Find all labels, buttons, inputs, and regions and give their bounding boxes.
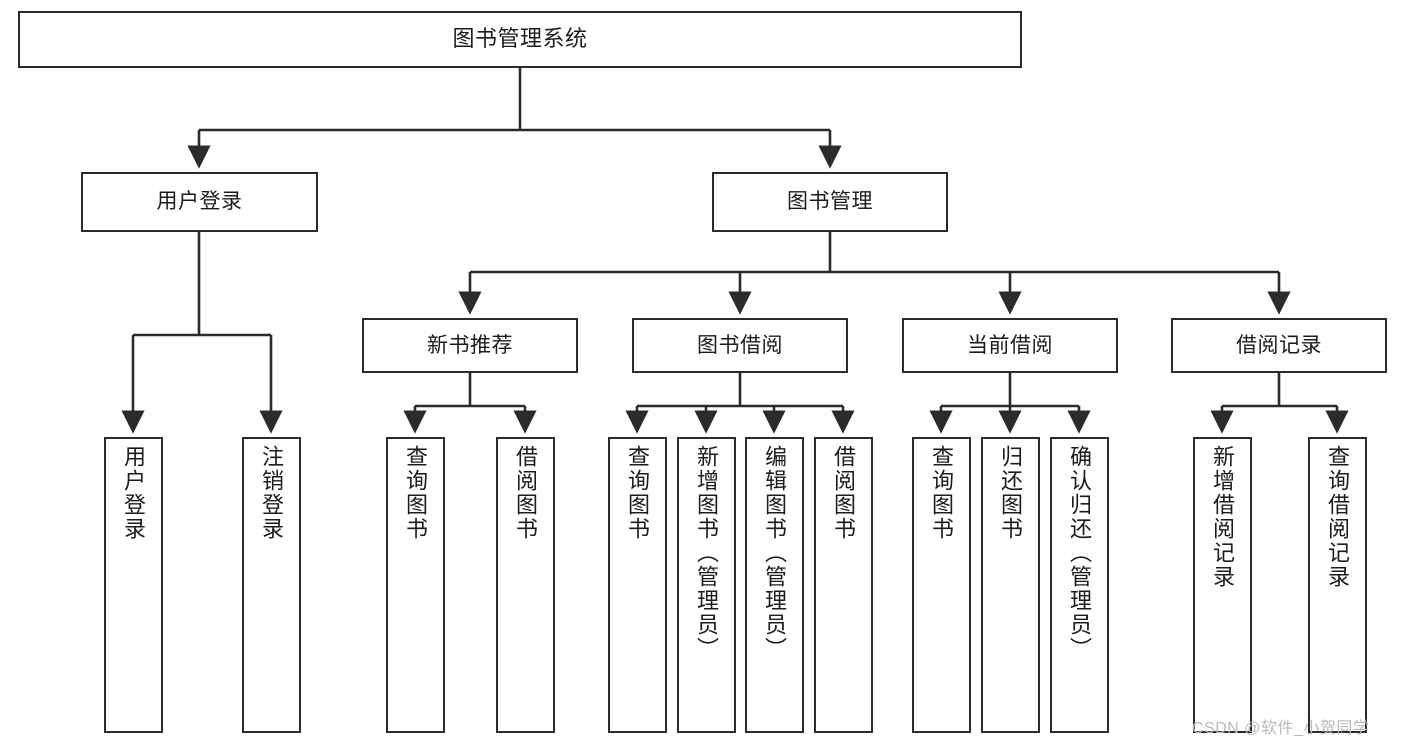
node-label: 查询借阅记录 [1325,445,1351,589]
node-label: 查询图书 [929,445,955,541]
node-label: 图书管理 [787,190,873,214]
node-label: 新书推荐 [427,333,513,357]
node-leaf-query-book-2[interactable]: 查询图书 [608,437,667,733]
node-leaf-add-record[interactable]: 新增借阅记录 [1193,437,1252,733]
node-label: 编辑图书（管理员） [762,445,788,661]
node-borrow-record[interactable]: 借阅记录 [1171,318,1387,373]
node-leaf-return-book[interactable]: 归还图书 [981,437,1040,733]
node-label: 新增图书（管理员） [694,445,720,661]
node-leaf-edit-book[interactable]: 编辑图书（管理员） [745,437,804,733]
node-book-management[interactable]: 图书管理 [712,172,948,232]
node-leaf-borrow-book-2[interactable]: 借阅图书 [814,437,873,733]
node-book-borrow[interactable]: 图书借阅 [632,318,848,373]
node-label: 借阅图书 [831,445,857,541]
node-label: 注销登录 [259,445,285,541]
csdn-watermark: CSDN @软件_小贺同学 [1192,720,1370,737]
node-label: 借阅记录 [1236,333,1322,357]
node-label: 用户登录 [156,190,243,214]
node-leaf-query-book-3[interactable]: 查询图书 [912,437,971,733]
node-label: 查询图书 [403,445,429,541]
node-user-login[interactable]: 用户登录 [81,172,318,232]
node-leaf-user-login[interactable]: 用户登录 [104,437,163,733]
node-leaf-borrow-book-1[interactable]: 借阅图书 [496,437,555,733]
node-label: 用户登录 [121,445,147,541]
node-label: 当前借阅 [967,333,1053,357]
node-label: 图书管理系统 [452,26,588,52]
node-leaf-confirm-return[interactable]: 确认归还（管理员） [1050,437,1109,733]
node-label: 确认归还（管理员） [1067,445,1093,661]
node-new-book-recommend[interactable]: 新书推荐 [362,318,578,373]
node-label: 借阅图书 [513,445,539,541]
node-label: 查询图书 [625,445,651,541]
node-label: 归还图书 [998,445,1024,541]
node-label: 图书借阅 [697,333,783,357]
node-root-system[interactable]: 图书管理系统 [18,11,1022,68]
node-label: 新增借阅记录 [1210,445,1236,589]
node-leaf-query-record[interactable]: 查询借阅记录 [1308,437,1367,733]
node-current-borrow[interactable]: 当前借阅 [902,318,1118,373]
node-leaf-user-logout[interactable]: 注销登录 [242,437,301,733]
node-leaf-add-book[interactable]: 新增图书（管理员） [677,437,736,733]
node-leaf-query-book-1[interactable]: 查询图书 [386,437,445,733]
